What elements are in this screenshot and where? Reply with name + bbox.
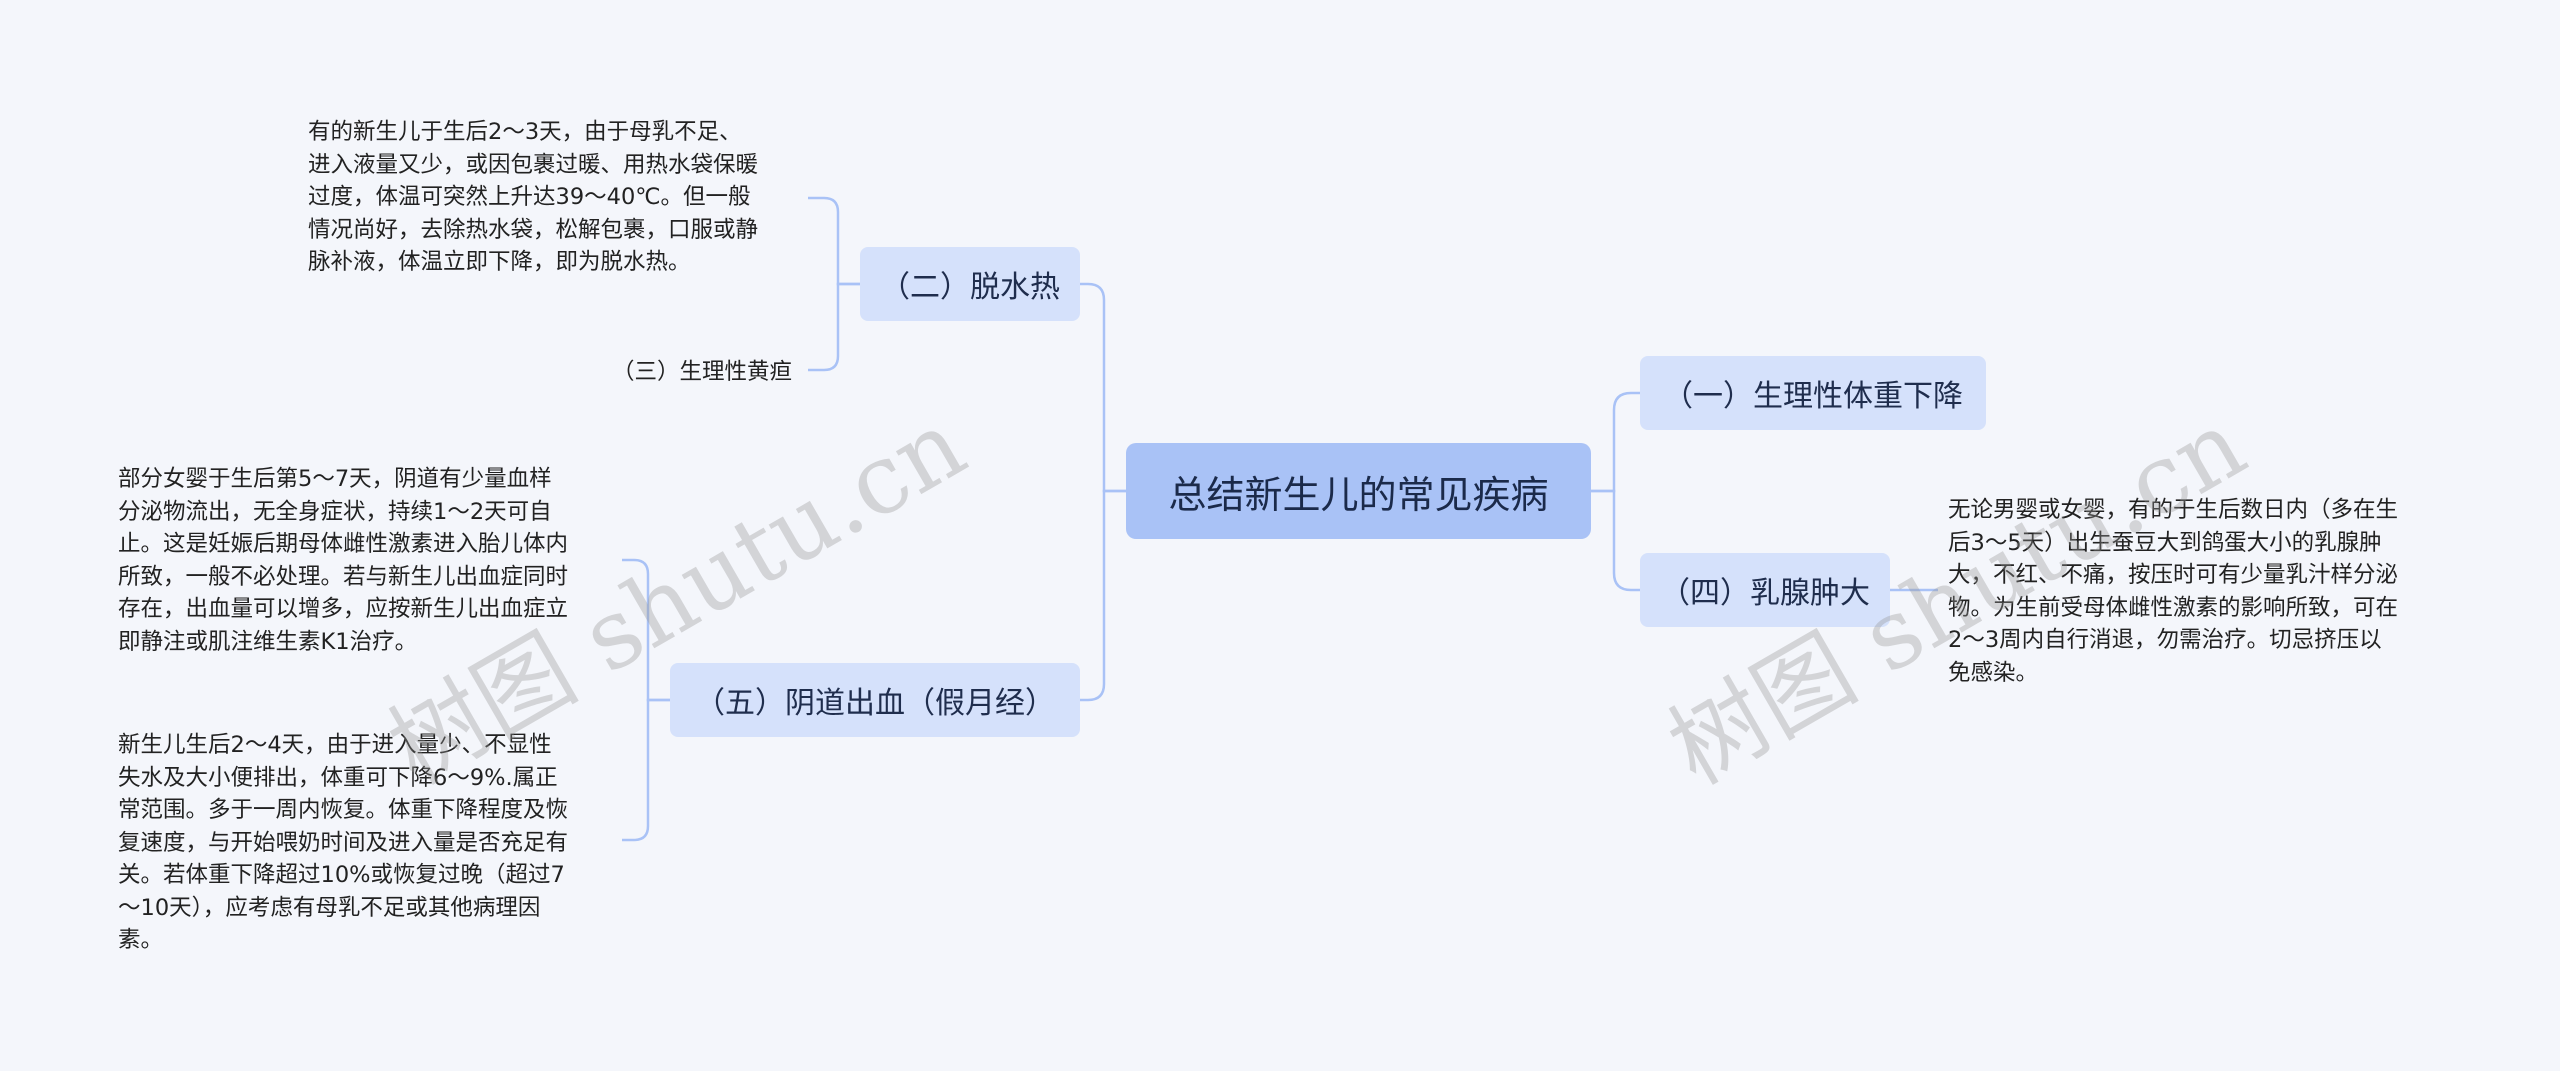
leaf-physiological-jaundice[interactable]: （三）生理性黄疸 xyxy=(612,359,793,385)
link-root-b5 xyxy=(1080,489,1126,702)
link-root-b2 xyxy=(1080,282,1126,493)
link-root-b1 xyxy=(1591,391,1640,493)
leaf-breast-swelling-text[interactable]: 无论男婴或女婴，有的于生后数日内（多在生 后3～5天）出生蚕豆大到鸽蛋大小的乳腺… xyxy=(1948,497,2399,686)
branch-vaginal-bleeding[interactable]: （五）阴道出血（假月经） xyxy=(670,663,1080,737)
branch-weight-loss[interactable]: （一）生理性体重下降 xyxy=(1640,356,1986,430)
leaf-dehydration-fever-text[interactable]: 有的新生儿于生后2～3天，由于母乳不足、 进入液量又少，或因包裹过暖、用热水袋保… xyxy=(308,119,759,275)
leaf-vaginal-bleeding-text[interactable]: 部分女婴于生后第5～7天，阴道有少量血样 分泌物流出，无全身症状，持续1～2天可… xyxy=(118,466,569,655)
branch-dehydration-fever[interactable]: （二）脱水热 xyxy=(860,247,1080,321)
link-b2-fever xyxy=(808,196,860,286)
link-root-b4 xyxy=(1591,489,1640,592)
root-topic[interactable]: 总结新生儿的常见疾病 xyxy=(1126,443,1591,539)
link-b5-weight xyxy=(622,698,670,842)
link-b5-bleeding xyxy=(622,558,670,702)
leaf-weight-loss-text[interactable]: 新生儿生后2～4天，由于进入量少、不显性 失水及大小便排出，体重可下降6～9%.… xyxy=(118,732,569,953)
link-b2-jaundice xyxy=(808,282,860,372)
branch-breast-swelling[interactable]: （四）乳腺肿大 xyxy=(1640,553,1890,627)
